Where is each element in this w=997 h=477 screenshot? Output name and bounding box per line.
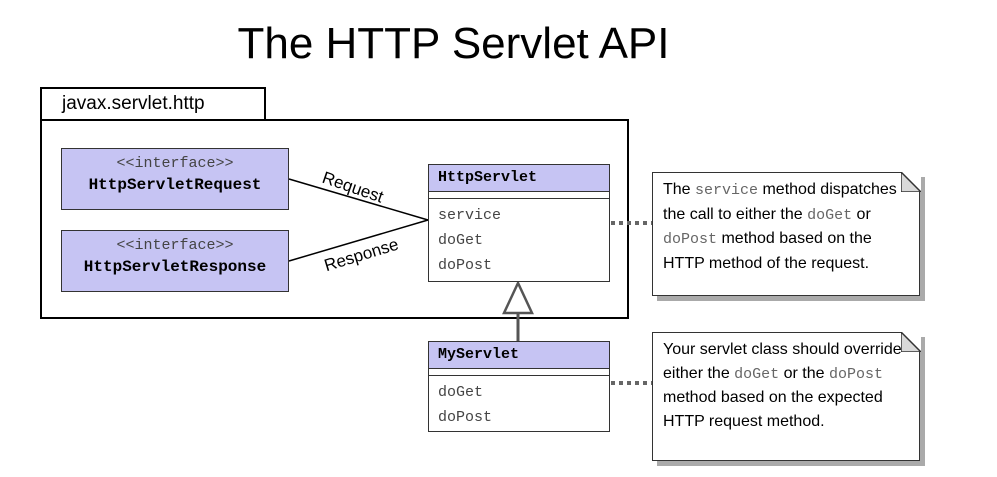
- stereotype-label: <<interface>>: [116, 237, 234, 254]
- generalization-arrowhead: [502, 280, 534, 315]
- request-association-line: [288, 178, 429, 221]
- package-frame: [40, 119, 629, 319]
- package-tab: javax.servlet.http: [40, 87, 266, 119]
- service-dispatch-note: The service method dispatches the call t…: [652, 171, 921, 296]
- operation: service: [438, 207, 502, 224]
- class-name: HttpServlet: [429, 165, 609, 192]
- stereotype-label: <<interface>>: [116, 155, 234, 172]
- operation: doGet: [438, 232, 484, 249]
- interface-name: HttpServletResponse: [83, 258, 267, 276]
- attribute-compartment: [429, 369, 609, 376]
- operation: doGet: [438, 384, 484, 401]
- operation: doPost: [438, 257, 493, 274]
- note-fold-icon: [900, 171, 921, 192]
- note-fold-icon: [900, 331, 921, 352]
- my-servlet-class: MyServlet doGet doPost: [428, 341, 610, 432]
- operation: doPost: [438, 409, 493, 426]
- http-servlet-response-interface: <<interface>> HttpServletResponse: [61, 230, 289, 292]
- diagram-title: The HTTP Servlet API: [237, 19, 670, 68]
- http-servlet-class: HttpServlet service doGet doPost: [428, 164, 610, 282]
- attribute-compartment: [429, 192, 609, 199]
- http-servlet-request-interface: <<interface>> HttpServletRequest: [61, 148, 289, 210]
- interface-name: HttpServletRequest: [88, 176, 262, 194]
- operation-compartment: service doGet doPost: [429, 199, 609, 278]
- operation-compartment: doGet doPost: [429, 376, 609, 430]
- class-name: MyServlet: [429, 342, 609, 369]
- override-note: Your servlet class should override eithe…: [652, 331, 921, 461]
- response-association-line: [288, 219, 429, 262]
